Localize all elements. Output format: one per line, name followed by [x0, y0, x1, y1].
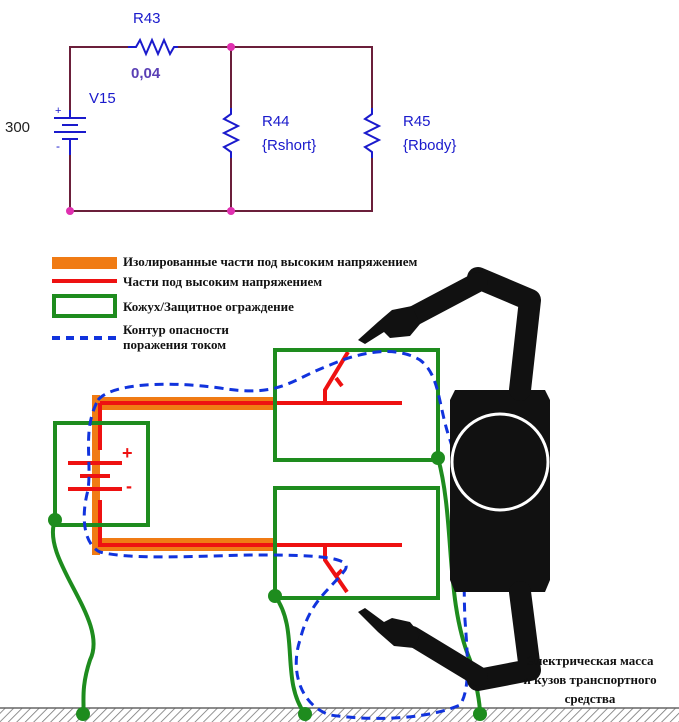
node-bottom-mid: [227, 207, 235, 215]
r44-value: {Rshort}: [262, 137, 316, 154]
ground-wires: [51, 457, 482, 716]
r44-name: R44: [262, 113, 290, 130]
battery-minus-sign: -: [126, 476, 132, 496]
v15-minus-sign: -: [56, 139, 60, 153]
enclosure-bottom: [273, 486, 440, 600]
r43-name: R43: [133, 10, 161, 27]
person-silhouette-icon: [358, 267, 550, 691]
node-top: [227, 43, 235, 51]
legend-insulated-swatch: [52, 257, 117, 269]
battery-v15-icon: [54, 110, 86, 155]
legend-insulated-label: Изолированные части под высоким напряжен…: [123, 254, 417, 269]
r45-name: R45: [403, 113, 431, 130]
resistor-r44-icon: [221, 108, 241, 158]
legend-live-label: Части под высоким напряжением: [123, 274, 322, 289]
legend-shock-label-line2: поражения током: [123, 337, 226, 352]
enclosure-top: [273, 348, 440, 462]
ground-nodes: [48, 451, 487, 721]
battery-plus-sign: +: [122, 443, 133, 463]
hazard-illustration: + -: [0, 267, 679, 722]
shock-hazard-loop: [82, 350, 469, 720]
v15-value: 300: [5, 119, 30, 136]
battery-enclosure: [53, 421, 150, 527]
legend-shock-label-line1: Контур опасности: [123, 322, 229, 337]
schematic: + - 300 V15 R43 0,04 R44 {Rshort} R45 {R…: [5, 10, 456, 215]
ground-label-line2: и кузов транспортного: [523, 672, 656, 687]
live-conductors: [98, 350, 402, 594]
legend-enclosure-label: Кожух/Защитное ограждение: [123, 299, 294, 314]
node-bottom-left: [66, 207, 74, 215]
battery-cells-icon: [68, 461, 122, 491]
resistor-r43-icon: [128, 37, 178, 57]
resistor-r45-icon: [362, 108, 382, 158]
r45-value: {Rbody}: [403, 137, 456, 154]
legend-enclosure-swatch: [52, 294, 117, 318]
v15-name: V15: [89, 90, 116, 107]
schematic-wires: [69, 46, 373, 212]
ground-label-line1: Электрическая масса: [526, 653, 654, 668]
legend: Изолированные части под высоким напряжен…: [52, 254, 417, 352]
v15-plus-sign: +: [55, 105, 61, 117]
r43-value: 0,04: [131, 65, 161, 82]
ground-label-line3: средства: [565, 691, 616, 706]
